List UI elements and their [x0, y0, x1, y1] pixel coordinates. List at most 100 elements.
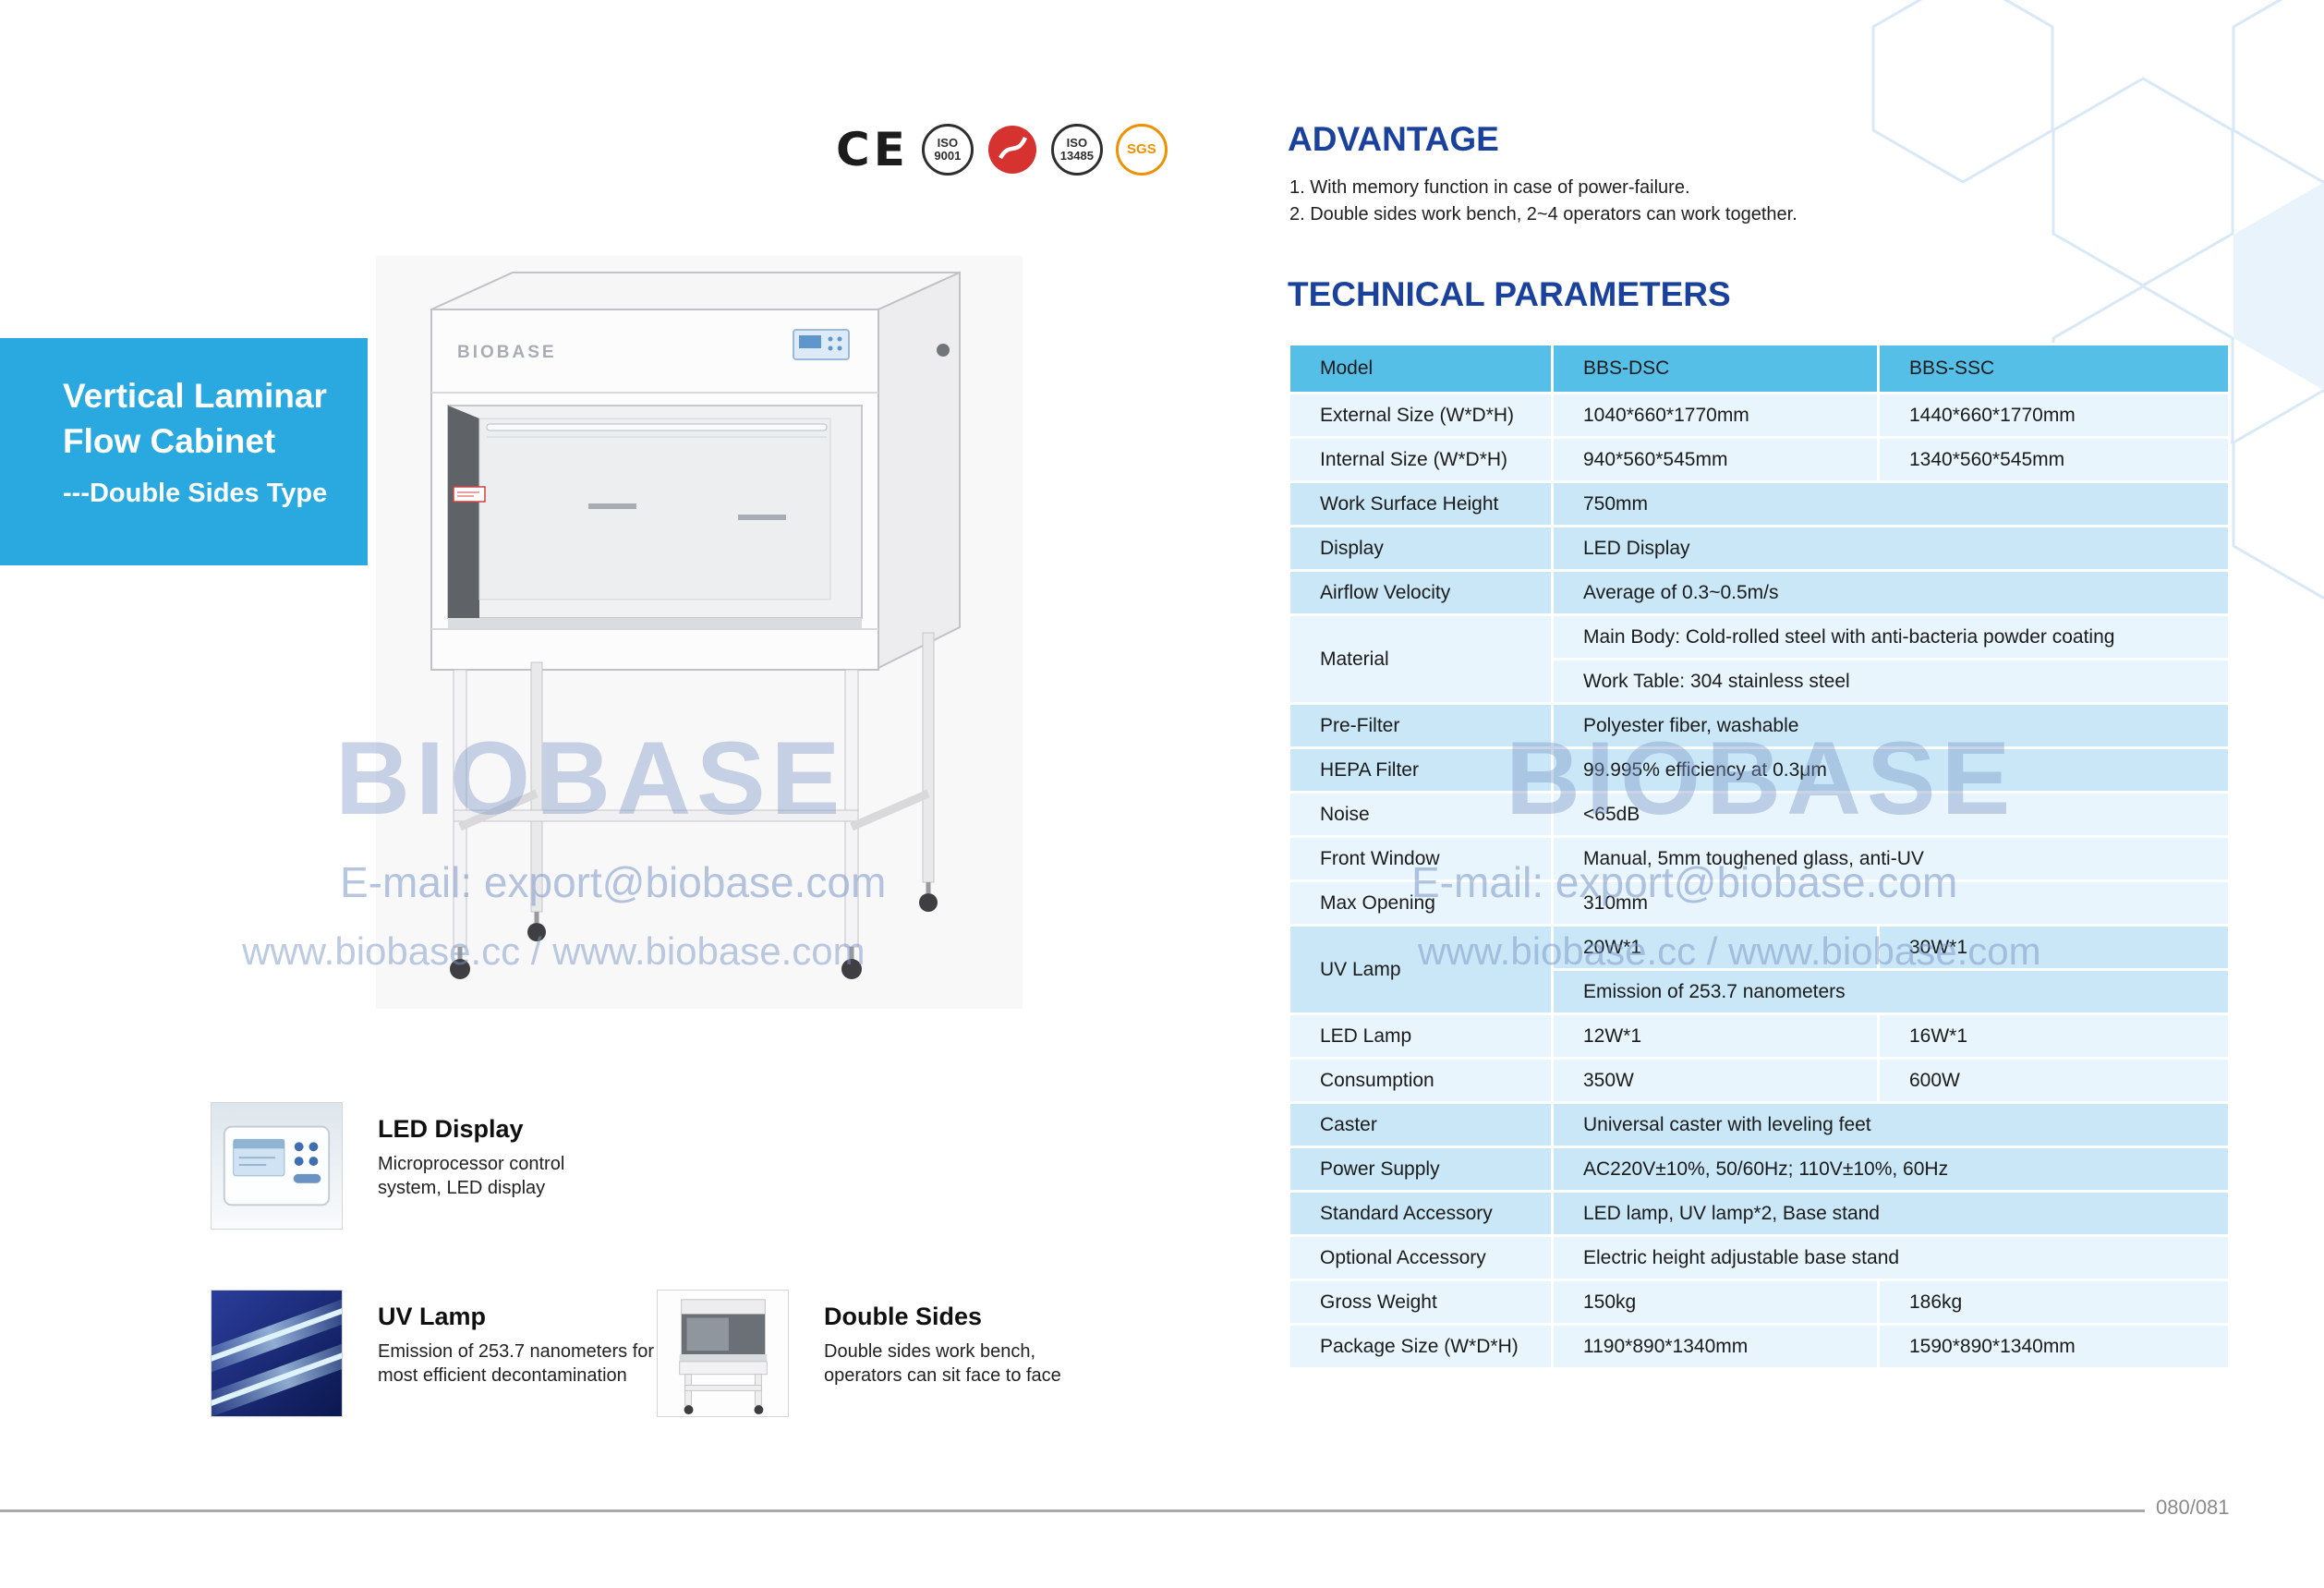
iso-9001-line2: 9001: [934, 149, 962, 163]
param-value: Average of 0.3~0.5m/s: [1551, 569, 2231, 616]
param-label: Package Size (W*D*H): [1288, 1323, 1554, 1370]
red-cert-icon: [987, 126, 1036, 174]
param-label: Airflow Velocity: [1288, 569, 1554, 616]
ce-mark-icon: CE: [836, 123, 909, 176]
support-stand: [450, 632, 938, 979]
row-standard-accessory: Standard Accessory LED lamp, UV lamp*2, …: [1288, 1190, 2231, 1237]
feature-title: LED Display: [378, 1115, 524, 1143]
feature-text: LED Display Microprocessor control syste…: [378, 1102, 599, 1230]
param-value: Main Body: Cold-rolled steel with anti-b…: [1551, 613, 2231, 661]
param-value: LED lamp, UV lamp*2, Base stand: [1551, 1190, 2231, 1237]
feature-double-sides: Double Sides Double sides work bench, op…: [657, 1290, 1073, 1417]
param-value: Emission of 253.7 nanometers: [1551, 968, 2231, 1015]
warning-sticker: [453, 486, 486, 503]
param-value: 186kg: [1877, 1279, 2231, 1326]
param-value: 20W*1: [1551, 924, 1880, 971]
param-value: Universal caster with leveling feet: [1551, 1101, 2231, 1148]
param-value: 30W*1: [1877, 924, 2231, 971]
header-model: Model: [1288, 343, 1554, 394]
product-image: BIOBASE: [376, 256, 1023, 1009]
advantage-item: 2. Double sides work bench, 2~4 operator…: [1289, 204, 1797, 224]
product-subtitle: ---Double Sides Type: [63, 479, 328, 508]
param-label: Work Surface Height: [1288, 480, 1554, 527]
product-title-line1: Vertical Laminar: [63, 377, 327, 415]
param-value: 99.995% efficiency at 0.3μm: [1551, 746, 2231, 794]
iso-13485-icon: ISO 13485: [1050, 124, 1103, 176]
feature-title: Double Sides: [824, 1303, 983, 1330]
param-label: Noise: [1288, 791, 1554, 838]
technical-parameters-table: Model BBS-DSC BBS-SSC External Size (W*D…: [1288, 343, 2231, 1370]
param-value: Electric height adjustable base stand: [1551, 1234, 2231, 1281]
row-uv-lamp: UV Lamp 20W*1 30W*1: [1288, 924, 2231, 1015]
param-label: Optional Accessory: [1288, 1234, 1554, 1281]
cabinet-display: [793, 329, 850, 360]
sgs-icon: SGS: [1115, 124, 1168, 176]
row-pre-filter: Pre-Filter Polyester fiber, washable: [1288, 702, 2231, 749]
param-label: Standard Accessory: [1288, 1190, 1554, 1237]
header-bbs-ssc: BBS-SSC: [1877, 343, 2231, 394]
param-value: LED Display: [1551, 525, 2231, 572]
uv-lamp-image: [211, 1290, 343, 1417]
row-external-size: External Size (W*D*H) 1040*660*1770mm 14…: [1288, 392, 2231, 439]
advantage-list: 1. With memory function in case of power…: [1289, 175, 1797, 228]
led-display-image: [211, 1102, 343, 1230]
row-consumption: Consumption 350W 600W: [1288, 1057, 2231, 1104]
advantage-item: 1. With memory function in case of power…: [1289, 177, 1690, 198]
param-value: 1440*660*1770mm: [1877, 392, 2231, 439]
param-label: LED Lamp: [1288, 1012, 1554, 1060]
param-label: Display: [1288, 525, 1554, 572]
param-label: Material: [1288, 613, 1554, 705]
param-value: 940*560*545mm: [1551, 436, 1880, 483]
param-value: 600W: [1877, 1057, 2231, 1104]
iso-9001-line1: ISO: [937, 136, 959, 151]
param-value: 1340*560*545mm: [1877, 436, 2231, 483]
param-value: 1040*660*1770mm: [1551, 392, 1880, 439]
param-label: Pre-Filter: [1288, 702, 1554, 749]
advantage-title: ADVANTAGE: [1288, 120, 1499, 158]
param-value: 1190*890*1340mm: [1551, 1323, 1880, 1370]
product-title-banner: Vertical Laminar Flow Cabinet ---Double …: [0, 338, 368, 565]
footer-divider: [0, 1509, 2145, 1512]
row-max-opening: Max Opening 310mm: [1288, 879, 2231, 927]
feature-description: Microprocessor control system, LED displ…: [378, 1154, 565, 1198]
param-value: <65dB: [1551, 791, 2231, 838]
row-work-surface-height: Work Surface Height 750mm: [1288, 480, 2231, 527]
feature-description: Double sides work bench, operators can s…: [824, 1341, 1061, 1386]
row-led-lamp: LED Lamp 12W*1 16W*1: [1288, 1012, 2231, 1060]
param-label: Front Window: [1288, 835, 1554, 882]
row-header: Model BBS-DSC BBS-SSC: [1288, 343, 2231, 394]
sgs-label: SGS: [1127, 141, 1156, 158]
param-label: Max Opening: [1288, 879, 1554, 927]
row-material: Material Main Body: Cold-rolled steel wi…: [1288, 613, 2231, 705]
header-bbs-dsc: BBS-DSC: [1551, 343, 1880, 394]
iso-13485-line2: 13485: [1059, 149, 1094, 163]
feature-description: Emission of 253.7 nanometers for most ef…: [378, 1341, 655, 1386]
row-front-window: Front Window Manual, 5mm toughened glass…: [1288, 835, 2231, 882]
param-label: External Size (W*D*H): [1288, 392, 1554, 439]
row-caster: Caster Universal caster with leveling fe…: [1288, 1101, 2231, 1148]
iso-9001-icon: ISO 9001: [921, 124, 974, 176]
feature-uv-lamp: UV Lamp Emission of 253.7 nanometers for…: [211, 1290, 683, 1417]
param-label: Gross Weight: [1288, 1279, 1554, 1326]
param-label: Caster: [1288, 1101, 1554, 1148]
param-label: Internal Size (W*D*H): [1288, 436, 1554, 483]
row-display: Display LED Display: [1288, 525, 2231, 572]
param-value: Manual, 5mm toughened glass, anti-UV: [1551, 835, 2231, 882]
param-value: 1590*890*1340mm: [1877, 1323, 2231, 1370]
row-package-size: Package Size (W*D*H) 1190*890*1340mm 159…: [1288, 1323, 2231, 1370]
feature-led-display: LED Display Microprocessor control syste…: [211, 1102, 599, 1230]
param-label: HEPA Filter: [1288, 746, 1554, 794]
row-airflow-velocity: Airflow Velocity Average of 0.3~0.5m/s: [1288, 569, 2231, 616]
row-uv-lamp-2: Emission of 253.7 nanometers: [1289, 968, 2231, 1015]
product-title-line2: Flow Cabinet: [63, 422, 276, 460]
param-value: 750mm: [1551, 480, 2231, 527]
param-label: Power Supply: [1288, 1146, 1554, 1193]
feature-text: UV Lamp Emission of 253.7 nanometers for…: [378, 1290, 683, 1417]
param-value: AC220V±10%, 50/60Hz; 110V±10%, 60Hz: [1551, 1146, 2231, 1193]
feature-title: UV Lamp: [378, 1303, 487, 1330]
cabinet-logo: BIOBASE: [457, 343, 557, 362]
double-sides-image: [657, 1290, 789, 1417]
param-value: Work Table: 304 stainless steel: [1551, 658, 2231, 705]
certification-icons: CE ISO 9001 ISO 13485 SGS: [836, 123, 1168, 176]
